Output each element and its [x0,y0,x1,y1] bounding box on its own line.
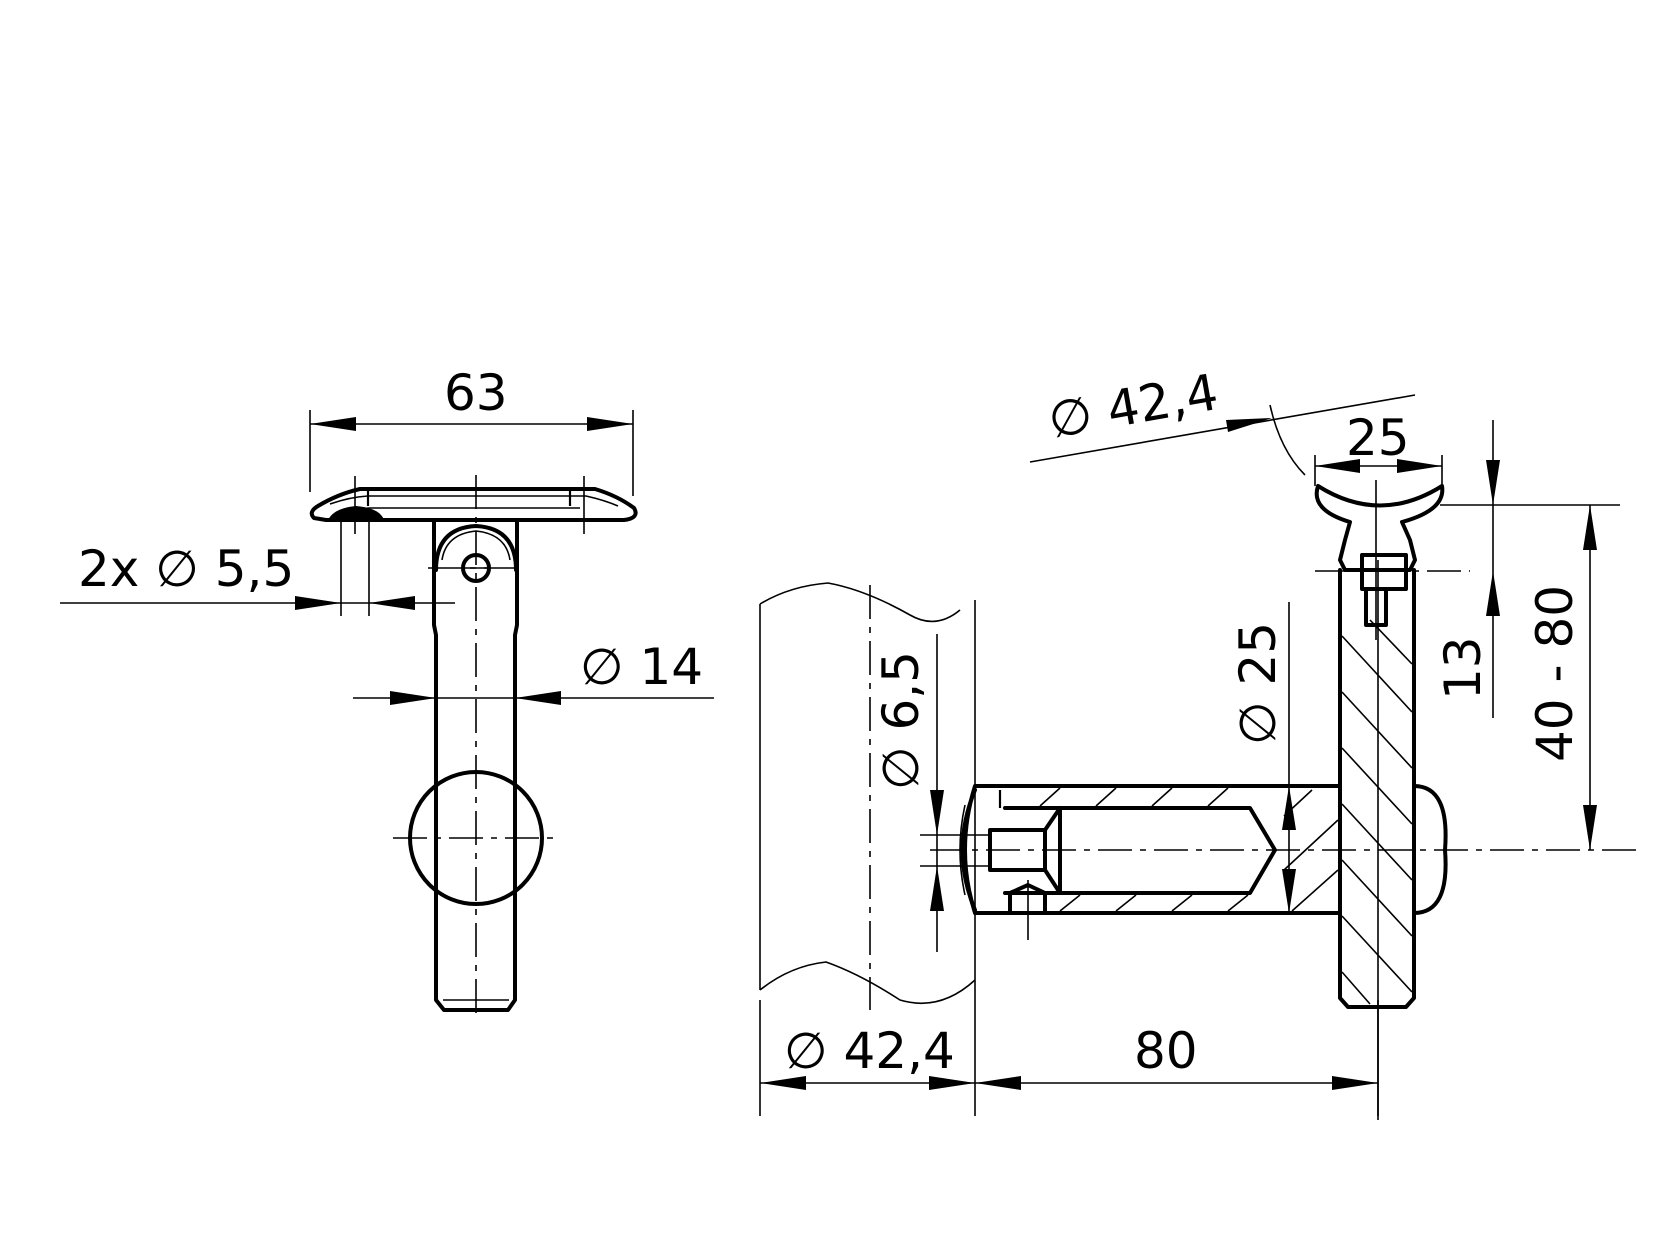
plate-hatching [1341,619,1413,1005]
dim-80: 80 [1134,1022,1198,1080]
dim-diameter-42-4-top: ∅ 42,4 [1044,363,1222,450]
dim-diameter-14: ∅ 14 [580,638,703,696]
section-view: ∅ 42,4 25 13 40 - 80 ∅ 25 ∅ 6,5 [759,363,1640,1120]
post-outline [759,582,961,623]
dim-25-top: 25 [1346,409,1410,467]
countersink-hole [328,506,384,520]
dim-13: 13 [1434,636,1492,700]
saddle-section [1314,484,1445,572]
dim-diameter-42-4-bottom: ∅ 42,4 [784,1022,955,1080]
dim-63: 63 [444,364,508,422]
side-view: 63 2x ∅ 5,5 ∅ 14 [60,364,714,1018]
saddle-plate [309,487,638,522]
mounting-plate [1338,568,1416,1009]
dim-2x-5-5: 2x ∅ 5,5 [78,540,294,598]
dim-40-80: 40 - 80 [1526,585,1584,762]
dim-diameter-6-5: ∅ 6,5 [872,651,930,790]
dim-diameter-25: ∅ 25 [1229,622,1287,745]
